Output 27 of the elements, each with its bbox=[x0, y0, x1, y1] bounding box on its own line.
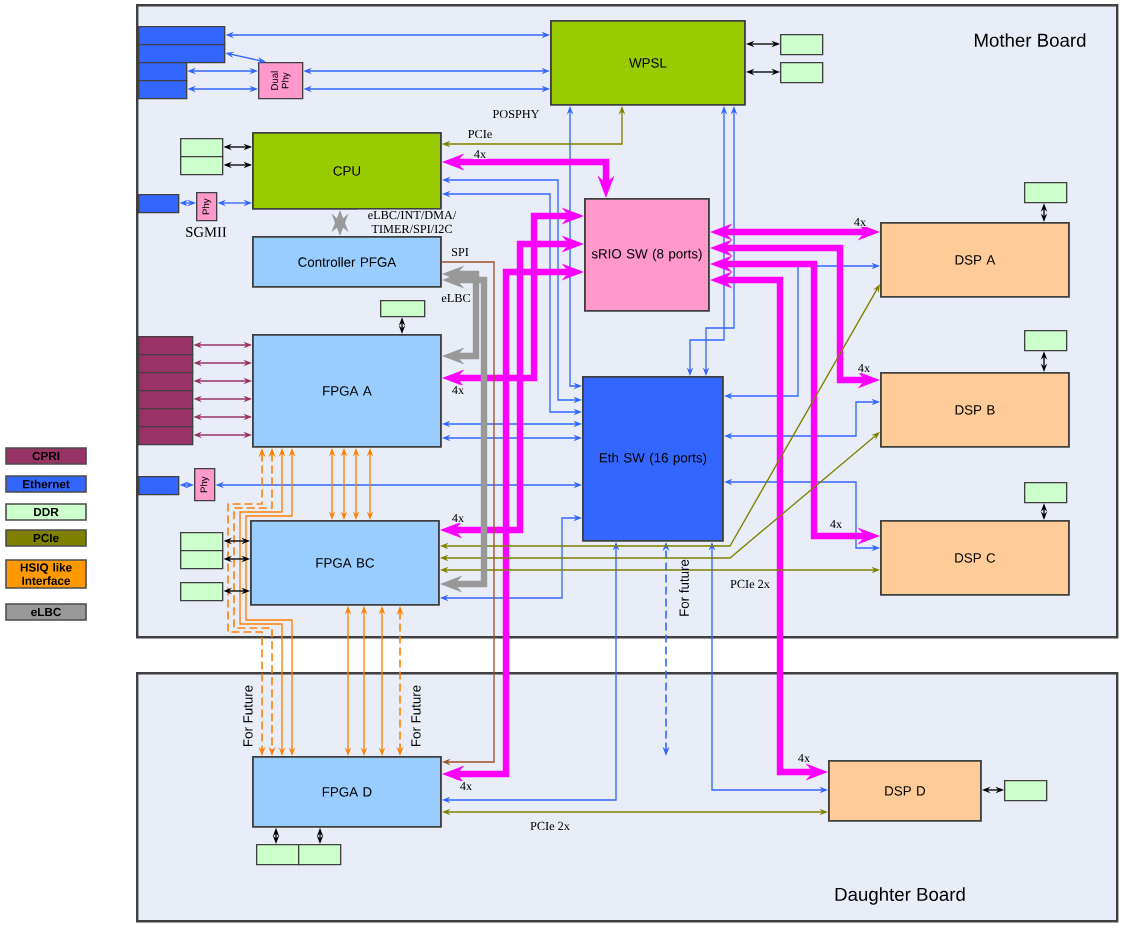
memory-box bbox=[180, 138, 224, 158]
port-box bbox=[138, 476, 180, 496]
arrow bbox=[441, 261, 495, 766]
memory-box bbox=[180, 532, 224, 552]
port-box bbox=[138, 62, 188, 82]
memory-box bbox=[1004, 780, 1048, 802]
memory-box bbox=[180, 582, 224, 602]
memory-box bbox=[180, 550, 224, 570]
memory-box bbox=[1024, 482, 1068, 504]
port-box bbox=[138, 408, 194, 428]
memory-box bbox=[256, 844, 300, 866]
port-box bbox=[138, 336, 194, 356]
port-box bbox=[138, 26, 226, 46]
memory-box bbox=[1024, 330, 1068, 352]
port-box bbox=[138, 390, 194, 410]
memory-box bbox=[780, 62, 824, 84]
memory-box bbox=[298, 844, 342, 866]
port-box bbox=[138, 372, 194, 392]
memory-box bbox=[780, 34, 824, 56]
port-box bbox=[138, 194, 180, 214]
memory-box bbox=[380, 300, 426, 318]
port-box bbox=[138, 426, 194, 446]
port-box bbox=[138, 80, 188, 100]
port-box bbox=[138, 44, 226, 64]
port-box bbox=[138, 354, 194, 374]
memory-box bbox=[1024, 182, 1068, 204]
memory-box bbox=[180, 156, 224, 176]
